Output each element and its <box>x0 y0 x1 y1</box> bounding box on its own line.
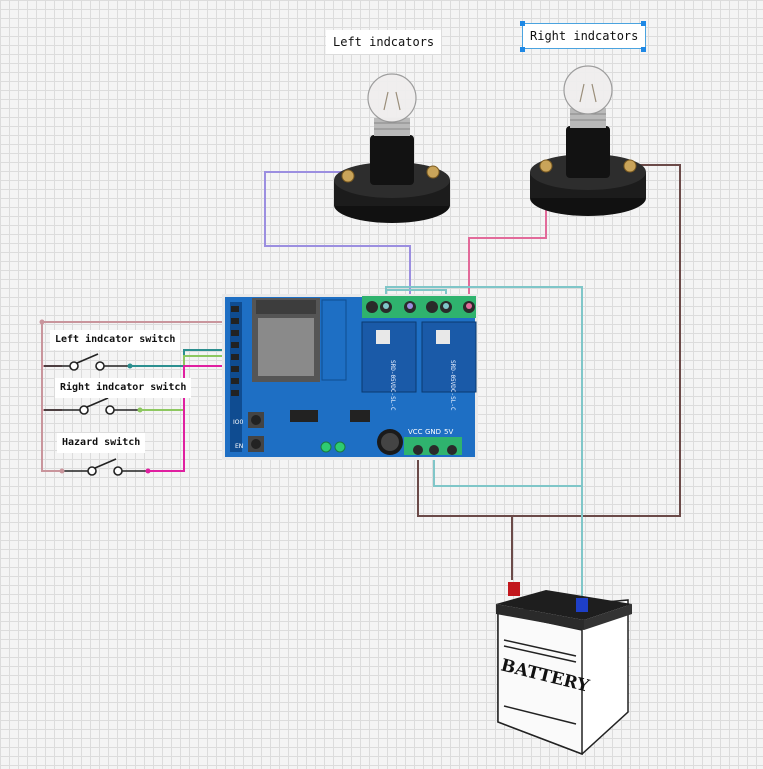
wire-left-lamp[interactable] <box>264 171 411 306</box>
terminal-gnd-label: GND <box>425 428 441 436</box>
wire-hazard-switch[interactable] <box>148 365 232 472</box>
relay-board[interactable] <box>222 294 478 460</box>
wire-switch-common[interactable] <box>41 321 232 472</box>
relay2-text: SRD-05VDC-SL-C <box>449 360 456 411</box>
connection-dots <box>383 303 472 309</box>
relay-icon <box>361 321 417 393</box>
selection-handle[interactable] <box>520 47 525 52</box>
wire-endpoints <box>39 319 151 474</box>
terminal-vcc-label: VCC <box>408 428 423 436</box>
left-indicators-label[interactable]: Left indcators <box>326 30 442 54</box>
en-label: EN <box>235 443 243 450</box>
selection-handle[interactable] <box>641 21 646 26</box>
switch-left[interactable] <box>44 353 130 371</box>
wire-vcc[interactable] <box>417 450 512 517</box>
battery-icon[interactable] <box>496 582 632 756</box>
header-pins <box>230 302 242 452</box>
right-switch-label[interactable]: Right indcator switch <box>55 378 192 398</box>
right-indicators-label[interactable]: Right indcators <box>522 23 647 49</box>
switch-right[interactable] <box>44 397 140 415</box>
wire-left-switch[interactable] <box>130 349 232 367</box>
hazard-switch-label[interactable]: Hazard switch <box>57 433 146 453</box>
selection-handle[interactable] <box>641 47 646 52</box>
bulb-icon[interactable] <box>530 65 646 216</box>
io0-label: IO0 <box>233 419 243 426</box>
relay-icon <box>421 321 477 393</box>
switch-hazard[interactable] <box>62 458 148 476</box>
left-switch-label[interactable]: Left indcator switch <box>50 330 181 350</box>
terminal-5v-label: 5V <box>444 428 453 436</box>
bulb-icon[interactable] <box>334 73 450 223</box>
wire-lamp-return[interactable] <box>511 164 681 580</box>
wire-gnd[interactable] <box>433 450 582 487</box>
selection-handle[interactable] <box>520 21 525 26</box>
relay1-text: SRD-05VDC-SL-C <box>389 360 396 411</box>
